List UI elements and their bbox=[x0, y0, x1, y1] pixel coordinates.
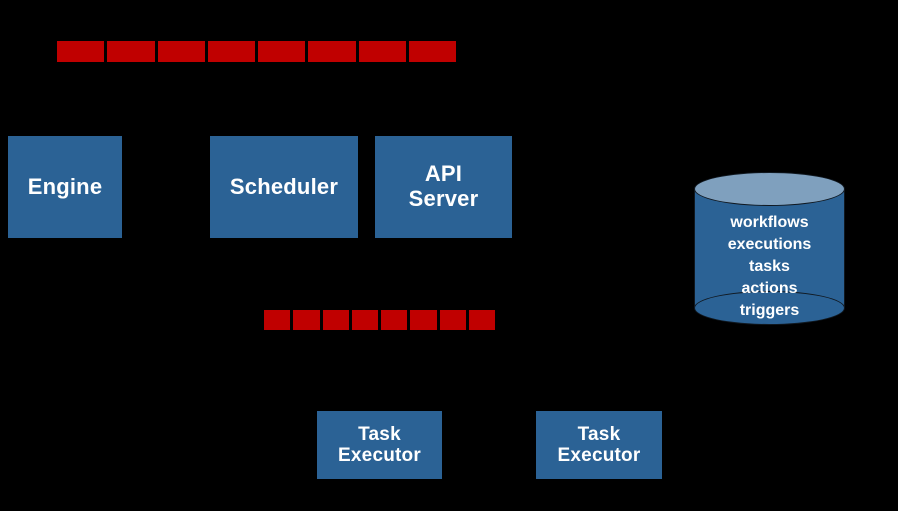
redaction-segment bbox=[351, 310, 378, 330]
redaction-segment bbox=[322, 310, 349, 330]
middle-redaction-bar bbox=[264, 310, 495, 330]
database-bottom-ellipse bbox=[694, 291, 845, 325]
redaction-segment bbox=[408, 41, 456, 62]
database-table-name: tasks bbox=[749, 258, 790, 276]
redaction-segment bbox=[293, 310, 320, 330]
node-task-executor-2[interactable]: Task Executor bbox=[536, 411, 662, 479]
redaction-segment bbox=[308, 41, 356, 62]
node-task-executor-1[interactable]: Task Executor bbox=[317, 411, 442, 479]
node-api-server[interactable]: API Server bbox=[375, 136, 512, 238]
database-table-list: workflows executions tasks actions triggers bbox=[694, 212, 845, 322]
redaction-segment bbox=[57, 41, 105, 62]
database-table-name: workflows bbox=[730, 214, 809, 231]
node-label: Task Executor bbox=[557, 423, 641, 466]
redaction-segment bbox=[468, 310, 495, 330]
node-label: Scheduler bbox=[229, 173, 339, 199]
node-label: API Server bbox=[408, 161, 479, 211]
redaction-segment bbox=[381, 310, 408, 330]
node-engine[interactable]: Engine bbox=[8, 136, 122, 238]
database-table-name: triggers bbox=[739, 302, 800, 320]
top-redaction-bar bbox=[57, 41, 456, 62]
redaction-segment bbox=[264, 310, 291, 330]
database-top-ellipse bbox=[694, 172, 845, 206]
node-label: Engine bbox=[27, 173, 103, 199]
redaction-segment bbox=[258, 41, 306, 62]
database-cylinder[interactable]: workflows executions tasks actions triggers bbox=[694, 172, 845, 325]
database-table-name: executions bbox=[727, 236, 812, 254]
database-table-name: actions bbox=[741, 280, 798, 298]
redaction-segment bbox=[439, 310, 466, 330]
node-label: Task Executor bbox=[338, 423, 421, 466]
redaction-segment bbox=[207, 41, 255, 62]
redaction-segment bbox=[157, 41, 205, 62]
redaction-segment bbox=[107, 41, 155, 62]
node-scheduler[interactable]: Scheduler bbox=[210, 136, 358, 238]
redaction-segment bbox=[358, 41, 406, 62]
database-body bbox=[694, 189, 845, 308]
redaction-segment bbox=[410, 310, 437, 330]
